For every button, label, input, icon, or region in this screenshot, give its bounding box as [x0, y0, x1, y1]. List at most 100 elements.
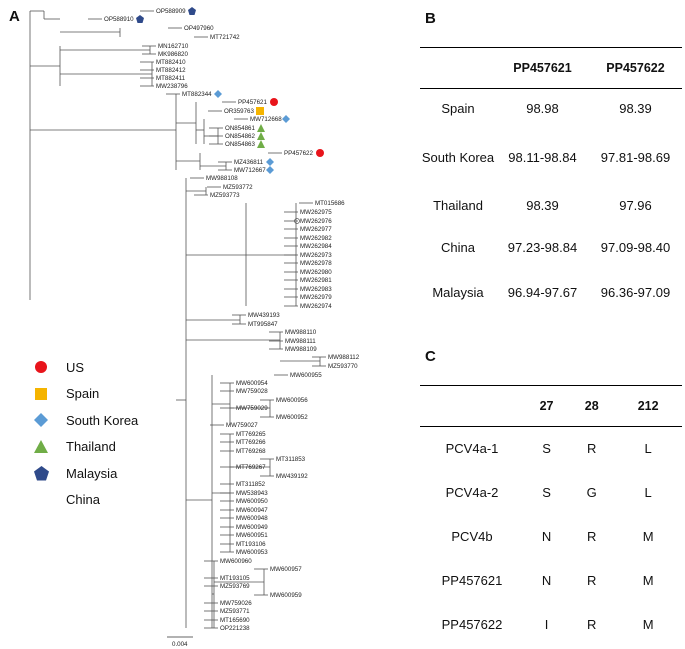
- leaf-label: MW600956: [276, 397, 308, 404]
- table-b-header-pp457622: PP457622: [589, 47, 682, 89]
- legend-item-thailand: Thailand: [34, 434, 194, 461]
- table-row: PP457621 N R M: [441, 573, 654, 588]
- leaf-label: MW712668: [250, 116, 282, 123]
- leaf-label: MW759028: [236, 388, 268, 395]
- leaf-label: MZ593772: [223, 184, 253, 191]
- table-b-header-empty: [420, 47, 496, 89]
- diamond-icon: [266, 166, 274, 174]
- leaf-label: MW600960: [220, 558, 252, 565]
- leaf-label: ON854862: [225, 133, 255, 140]
- leaf-label: MW759029: [236, 405, 268, 412]
- leaf-label: MW538943: [236, 490, 268, 497]
- square-icon: [34, 387, 56, 401]
- leaf-label: MT882344: [182, 91, 212, 98]
- leaf-label: MW262976: [300, 218, 332, 225]
- triangle-icon: [257, 124, 265, 132]
- leaf-label: MZ593771: [220, 608, 250, 615]
- leaf-label: MW600957: [270, 566, 302, 573]
- leaf-label: MT769266: [236, 439, 266, 446]
- leaf-label: MW262973: [300, 252, 332, 259]
- leaf-label: MT015686: [315, 200, 345, 207]
- leaf-label: MT769268: [236, 448, 266, 455]
- leaf-label: MW600955: [290, 372, 322, 379]
- diamond-icon: [266, 158, 274, 166]
- leaf-label: MW262981: [300, 277, 332, 284]
- leaf-label: MT882412: [156, 67, 186, 74]
- leaf-label: ON854861: [225, 125, 255, 132]
- legend-item-us: US: [34, 354, 194, 381]
- leaf-label: MW988111: [285, 338, 316, 345]
- leaf-label: MZ593770: [328, 363, 358, 370]
- leaf-label: ON854863: [225, 141, 255, 148]
- leaf-label: OP588909: [156, 8, 186, 15]
- leaf-label: MW262979: [300, 294, 332, 301]
- leaf-label: MT311852: [236, 481, 266, 488]
- leaf-label: MW988109: [285, 346, 317, 353]
- leaf-label: MW759026: [220, 600, 252, 607]
- leaf-label: MW600952: [276, 414, 308, 421]
- table-row: PP457622 I R M: [441, 617, 654, 632]
- leaf-label: MW988112: [328, 354, 360, 361]
- table-c-header-empty: [420, 385, 524, 427]
- leaf-label: MW439192: [276, 473, 308, 480]
- leaf-label: MK986820: [158, 51, 188, 58]
- table-row: PCV4b N R M: [451, 529, 654, 544]
- leaf-label: MW262977: [300, 226, 332, 233]
- panel-label-a: A: [9, 8, 20, 25]
- leaf-label: MW988110: [285, 329, 317, 336]
- diamond-icon: [34, 413, 56, 428]
- amino-acid-table: 27 28 212 PCV4a-1 S R L PCV4a-2 S G L PC…: [420, 385, 682, 647]
- scale-bar-label: 0.004: [172, 641, 188, 648]
- table-row: PCV4a-1 S R L: [445, 441, 652, 457]
- phylogenetic-tree: OP588909OP588910OP497960MT721742MN162710…: [29, 7, 360, 648]
- node-marker: [294, 218, 300, 224]
- leaf-label: MT995847: [248, 321, 278, 328]
- leaf-label: MW262984: [300, 243, 332, 250]
- leaf-label: MW712667: [234, 167, 266, 174]
- leaf-label: OP221238: [220, 625, 250, 632]
- table-row: China 97.23-98.84 97.09-98.40: [441, 240, 671, 255]
- legend-item-spain: Spain: [34, 381, 194, 408]
- table-b-header-pp457621: PP457621: [496, 47, 589, 89]
- circle-icon: [34, 360, 56, 374]
- leaf-label: OR359763: [224, 108, 254, 115]
- diamond-icon: [214, 90, 222, 98]
- square-icon: [256, 107, 264, 115]
- leaf-label: MW600950: [236, 498, 268, 505]
- legend-item-china: China: [66, 492, 100, 508]
- leaf-label: MW600949: [236, 524, 268, 531]
- leaf-label: MW600947: [236, 507, 268, 514]
- legend: US Spain South Korea Thailand Malaysia C…: [34, 354, 194, 513]
- legend-item-south-korea: South Korea: [34, 407, 194, 434]
- leaf-label: MT769265: [236, 431, 266, 438]
- panel-label-c: C: [425, 348, 436, 365]
- leaf-label: PP457621: [238, 99, 267, 106]
- leaf-label: MT882410: [156, 59, 186, 66]
- leaf-label: OP588910: [104, 16, 134, 23]
- circle-icon: [270, 98, 278, 106]
- table-c-header-28: 28: [569, 385, 615, 427]
- triangle-icon: [257, 140, 265, 148]
- leaf-label: MT721742: [210, 34, 240, 41]
- leaf-label: MN162710: [158, 43, 189, 50]
- leaf-label: MT193105: [220, 575, 250, 582]
- leaf-label: MW759027: [226, 422, 258, 429]
- leaf-label: MT769267: [236, 464, 266, 471]
- leaf-label: MZ436811: [234, 159, 264, 166]
- leaf-label: MW988108: [206, 175, 238, 182]
- pentagon-icon: [34, 465, 56, 481]
- triangle-icon: [257, 132, 265, 140]
- leaf-label: MW262975: [300, 209, 332, 216]
- leaf-label: PP457622: [284, 150, 313, 157]
- panel-label-b: B: [425, 10, 436, 27]
- leaf-label: MW262983: [300, 286, 332, 293]
- leaf-label: MW600948: [236, 515, 268, 522]
- leaf-label: MW238796: [156, 83, 188, 90]
- pentagon-icon: [136, 15, 144, 23]
- identity-table: PP457621 PP457622 Spain 98.98 98.39 Sout…: [420, 47, 682, 315]
- leaf-label: MW600954: [236, 380, 268, 387]
- leaf-label: MW262978: [300, 260, 332, 267]
- leaf-label: MZ593769: [220, 583, 250, 590]
- triangle-icon: [34, 439, 56, 454]
- leaf-label: OP497960: [184, 25, 214, 32]
